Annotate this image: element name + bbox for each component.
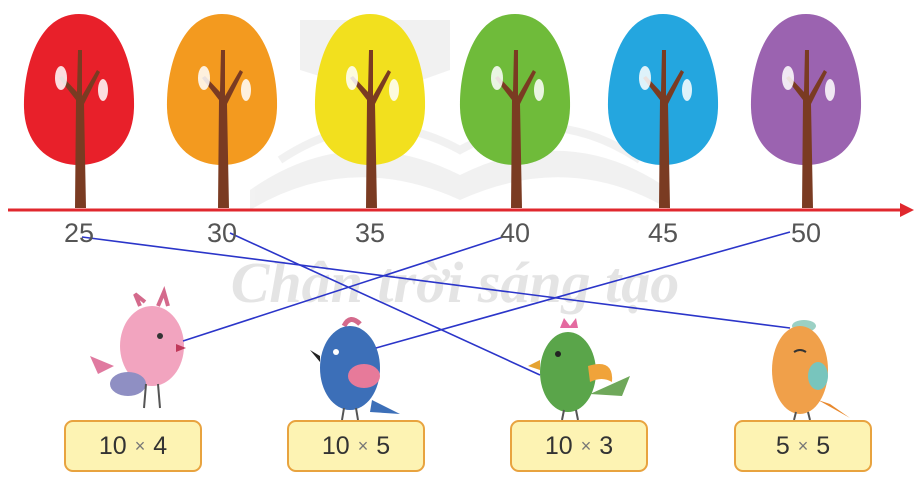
connection-line-40 bbox=[182, 236, 504, 342]
times-icon: × bbox=[357, 435, 369, 456]
leaf-highlight bbox=[198, 66, 210, 90]
tree-30 bbox=[166, 14, 278, 208]
card-5x5[interactable]: 5 × 5 bbox=[734, 420, 872, 472]
green-bird bbox=[528, 318, 630, 421]
tree-35 bbox=[314, 14, 426, 208]
leaf-highlight bbox=[782, 66, 794, 90]
pink-bird bbox=[90, 286, 186, 409]
leaf-highlight bbox=[98, 79, 108, 101]
leaf-highlight bbox=[639, 66, 651, 90]
tree-25 bbox=[23, 14, 135, 208]
card-10x4[interactable]: 10 × 4 bbox=[64, 420, 202, 472]
number-label-50: 50 bbox=[790, 218, 822, 248]
card-factor-a: 10 bbox=[544, 431, 573, 460]
tree-45 bbox=[607, 14, 719, 208]
connection-line-50 bbox=[375, 231, 791, 349]
card-factor-b: 3 bbox=[599, 431, 614, 460]
number-label-45: 45 bbox=[647, 218, 679, 248]
tree-trunk bbox=[786, 50, 827, 208]
tree-trunk bbox=[643, 50, 684, 208]
times-icon: × bbox=[797, 435, 809, 456]
times-icon: × bbox=[134, 435, 146, 456]
leaf-highlight bbox=[389, 79, 399, 101]
trees bbox=[23, 14, 862, 208]
number-line-arrow-icon bbox=[900, 203, 914, 217]
leaf-highlight bbox=[346, 66, 358, 90]
card-factor-a: 10 bbox=[98, 431, 127, 460]
card-factor-b: 5 bbox=[376, 431, 391, 460]
leaf-highlight bbox=[241, 79, 251, 101]
tree-40 bbox=[459, 14, 571, 208]
connections bbox=[81, 231, 791, 376]
leaf-highlight bbox=[534, 79, 544, 101]
connection-line-25 bbox=[81, 236, 791, 329]
tree-trunk bbox=[495, 50, 536, 208]
tree-trunk bbox=[350, 50, 391, 208]
connection-line-30 bbox=[229, 232, 541, 376]
card-10x5[interactable]: 10 × 5 bbox=[287, 420, 425, 472]
times-icon: × bbox=[580, 435, 592, 456]
number-label-30: 30 bbox=[206, 218, 238, 248]
card-factor-a: 5 bbox=[775, 431, 790, 460]
card-factor-b: 5 bbox=[816, 431, 831, 460]
tree-trunk bbox=[202, 50, 243, 208]
number-label-35: 35 bbox=[354, 218, 386, 248]
orange-bird bbox=[772, 320, 850, 421]
leaf-highlight bbox=[491, 66, 503, 90]
number-label-40: 40 bbox=[499, 218, 531, 248]
watermark-logo bbox=[250, 20, 670, 210]
card-10x3[interactable]: 10 × 3 bbox=[510, 420, 648, 472]
number-label-25: 25 bbox=[63, 218, 95, 248]
card-factor-a: 10 bbox=[321, 431, 350, 460]
tree-trunk bbox=[59, 50, 100, 208]
tree-50 bbox=[750, 14, 862, 208]
leaf-highlight bbox=[682, 79, 692, 101]
card-factor-b: 4 bbox=[153, 431, 168, 460]
blue-bird bbox=[310, 317, 400, 421]
leaf-highlight bbox=[55, 66, 67, 90]
leaf-highlight bbox=[825, 79, 835, 101]
